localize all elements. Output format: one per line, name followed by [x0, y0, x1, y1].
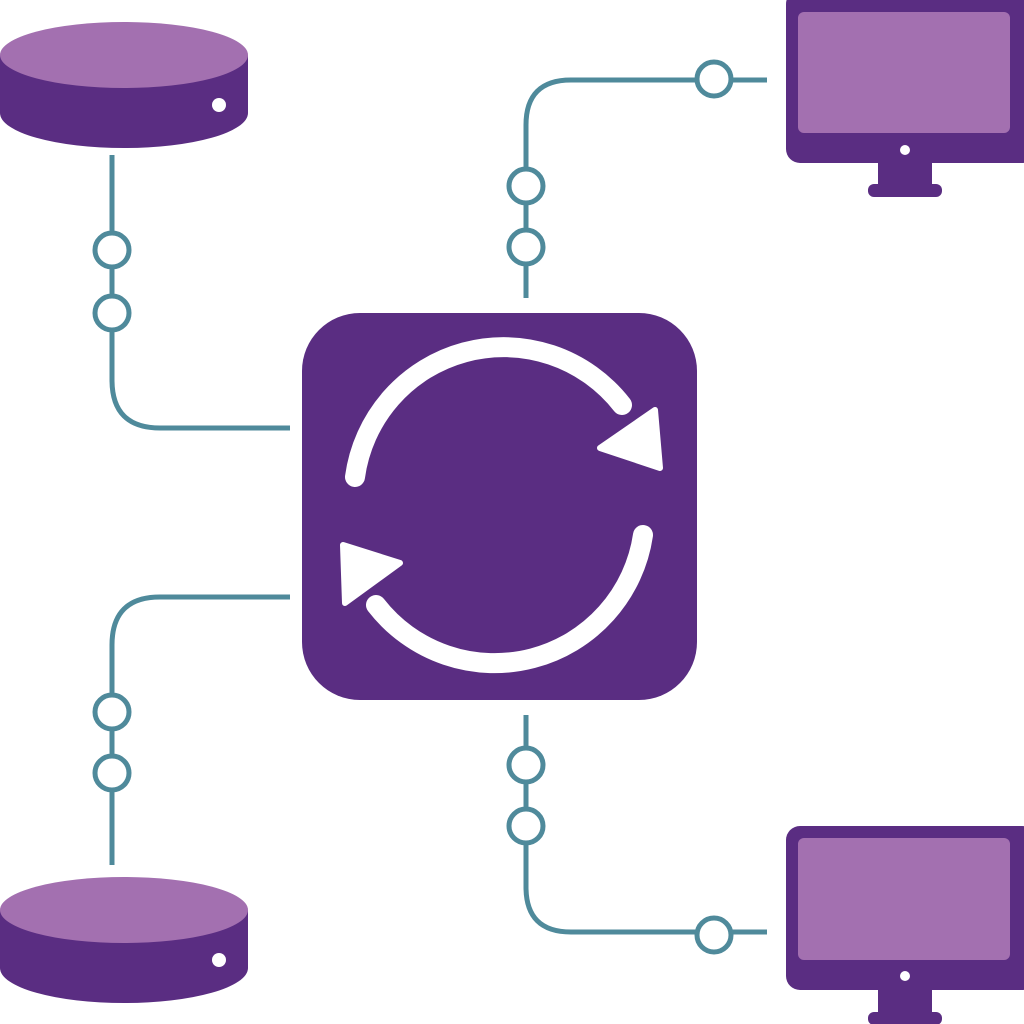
monitor-icon	[786, 0, 1024, 197]
connector-top-right	[523, 77, 767, 298]
arrowhead-icon	[340, 542, 403, 606]
connectors	[109, 77, 767, 935]
connector-bottom-left	[109, 594, 290, 865]
link-node	[92, 293, 132, 333]
link-node	[694, 59, 734, 99]
sync-hub	[302, 313, 697, 700]
database-disk-icon	[0, 22, 248, 148]
link-node	[92, 692, 132, 732]
link-node	[694, 915, 734, 955]
link-node	[92, 230, 132, 270]
link-node	[506, 227, 546, 267]
connector-nodes	[92, 59, 734, 955]
arrowhead-icon	[597, 407, 663, 471]
link-node	[506, 166, 546, 206]
database-disk-icon	[0, 877, 248, 1003]
sync-icon	[345, 337, 653, 674]
monitor-icon	[786, 826, 1024, 1024]
connector-bottom-right	[523, 715, 767, 935]
link-node	[506, 745, 546, 785]
connector-top-left	[109, 155, 290, 431]
link-node	[92, 753, 132, 793]
link-node	[506, 806, 546, 846]
